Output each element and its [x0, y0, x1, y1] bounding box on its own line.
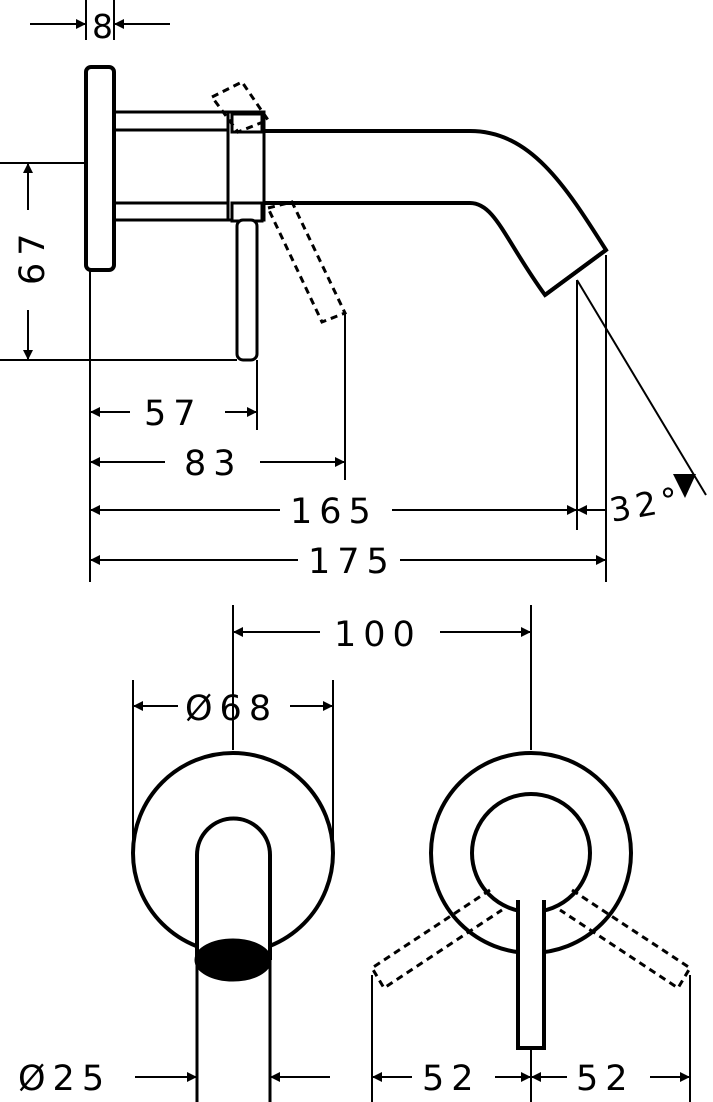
angle-arrow — [673, 474, 696, 498]
dim-spout-diameter: Ø25 — [18, 1059, 111, 1099]
spout — [264, 129, 609, 298]
dim-axis-spacing: 100 — [334, 615, 422, 655]
lever — [235, 218, 259, 362]
spout-front — [195, 816, 272, 960]
dim-lever-swing-right: 52 — [576, 1059, 635, 1099]
dim-spout-angle: 32° — [607, 479, 686, 530]
side-dimensions — [0, 0, 707, 582]
dim-lever-swing-left: 52 — [422, 1059, 481, 1099]
dim-outlet-height: 67 — [13, 226, 53, 285]
dim-lever-swing-projection: 83 — [184, 444, 243, 484]
dim-flange-thickness: 8 — [92, 7, 118, 46]
wall-flange — [84, 65, 116, 272]
dim-total-projection: 175 — [308, 542, 396, 582]
side-view — [84, 65, 609, 362]
dim-rosette-diameter: Ø68 — [185, 689, 278, 729]
dim-spout-projection: 165 — [290, 492, 378, 532]
mixer-cartridge — [470, 792, 592, 914]
lever-front — [516, 900, 546, 1050]
front-dimensions — [132, 605, 691, 1102]
front-view — [131, 751, 693, 1102]
dim-lever-projection: 57 — [144, 394, 203, 434]
spout-outlet — [194, 938, 272, 982]
